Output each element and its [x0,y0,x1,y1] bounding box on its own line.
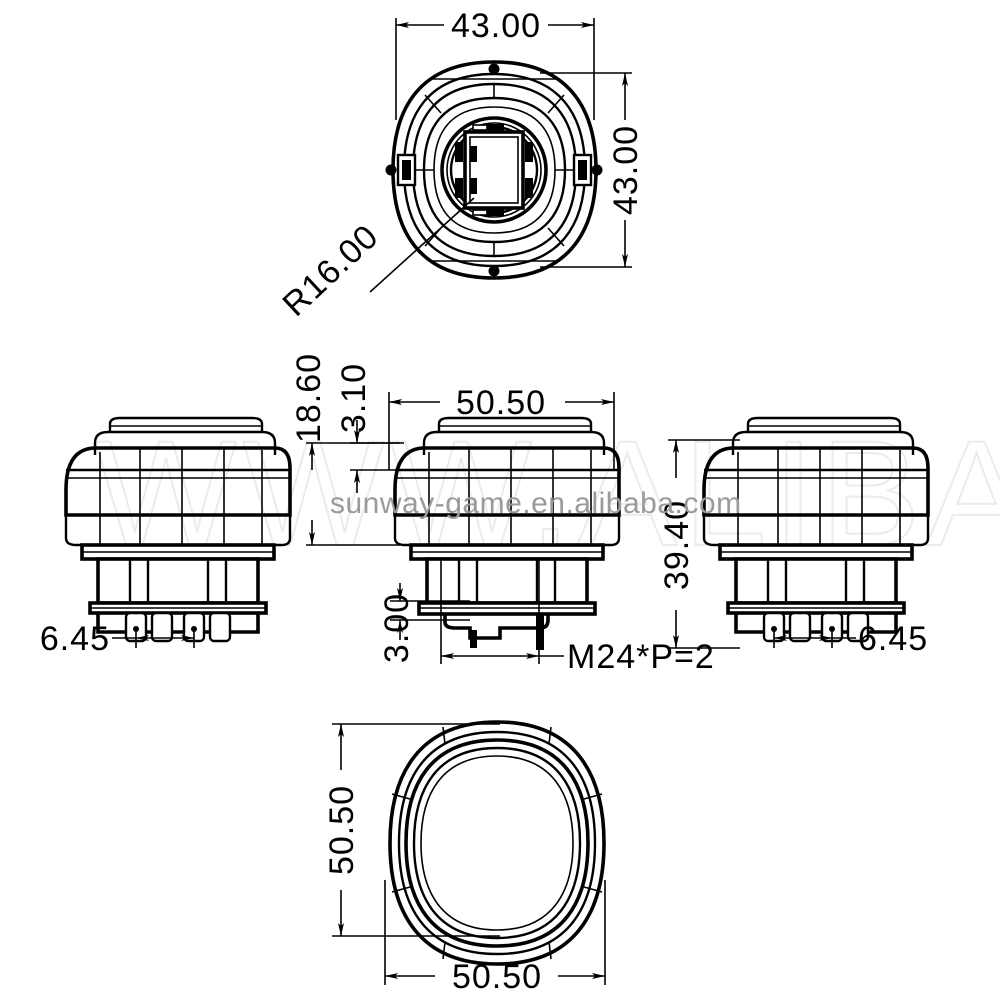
dim-top-width: 43.00 [395,7,595,120]
bottom-view-group [388,720,606,966]
dim-43-width-label: 43.00 [451,7,541,45]
dim-cap-height: 18.60 [290,353,400,546]
watermark-text: sunway-game.en.alibaba.com [330,487,742,520]
dim-43-height-label: 43.00 [607,125,645,215]
dim-bottom-height: 50.50 [323,723,500,937]
left-side-view-group [64,416,292,643]
top-view-group [385,60,603,280]
watermark-url: sunway-game.en.alibaba.com [330,487,742,520]
dim-3940-label: 39.40 [658,500,696,590]
right-side-view-group [702,416,930,643]
dim-5050-horizontal-label: 50.50 [452,958,542,996]
dim-top-height: 43.00 [540,72,645,268]
dim-310-label: 3.10 [335,363,373,433]
front-view-group [393,416,621,650]
dim-left-pin-pitch: 6.45 [40,620,195,658]
dim-thread-spec: M24*P=2 [440,560,715,676]
dim-terminal-height: 3.00 [378,583,470,663]
dim-645-left-label: 6.45 [40,620,110,658]
dim-m24-label: M24*P=2 [567,638,715,676]
dim-front-width: 50.50 [388,384,615,470]
dim-300-label: 3.00 [378,593,416,663]
dim-5050-top-label: 50.50 [456,384,546,422]
dim-rim-height: 3.10 [335,363,404,493]
dim-1860-label: 18.60 [290,353,328,443]
dim-bottom-width: 50.50 [384,880,606,996]
dim-overall-height: 39.40 [658,439,740,649]
dim-5050-vertical-label: 50.50 [323,785,361,875]
dim-right-pin-pitch: 6.45 [773,620,928,658]
dim-645-right-label: 6.45 [858,620,928,658]
dim-r16-label: R16.00 [276,217,386,324]
